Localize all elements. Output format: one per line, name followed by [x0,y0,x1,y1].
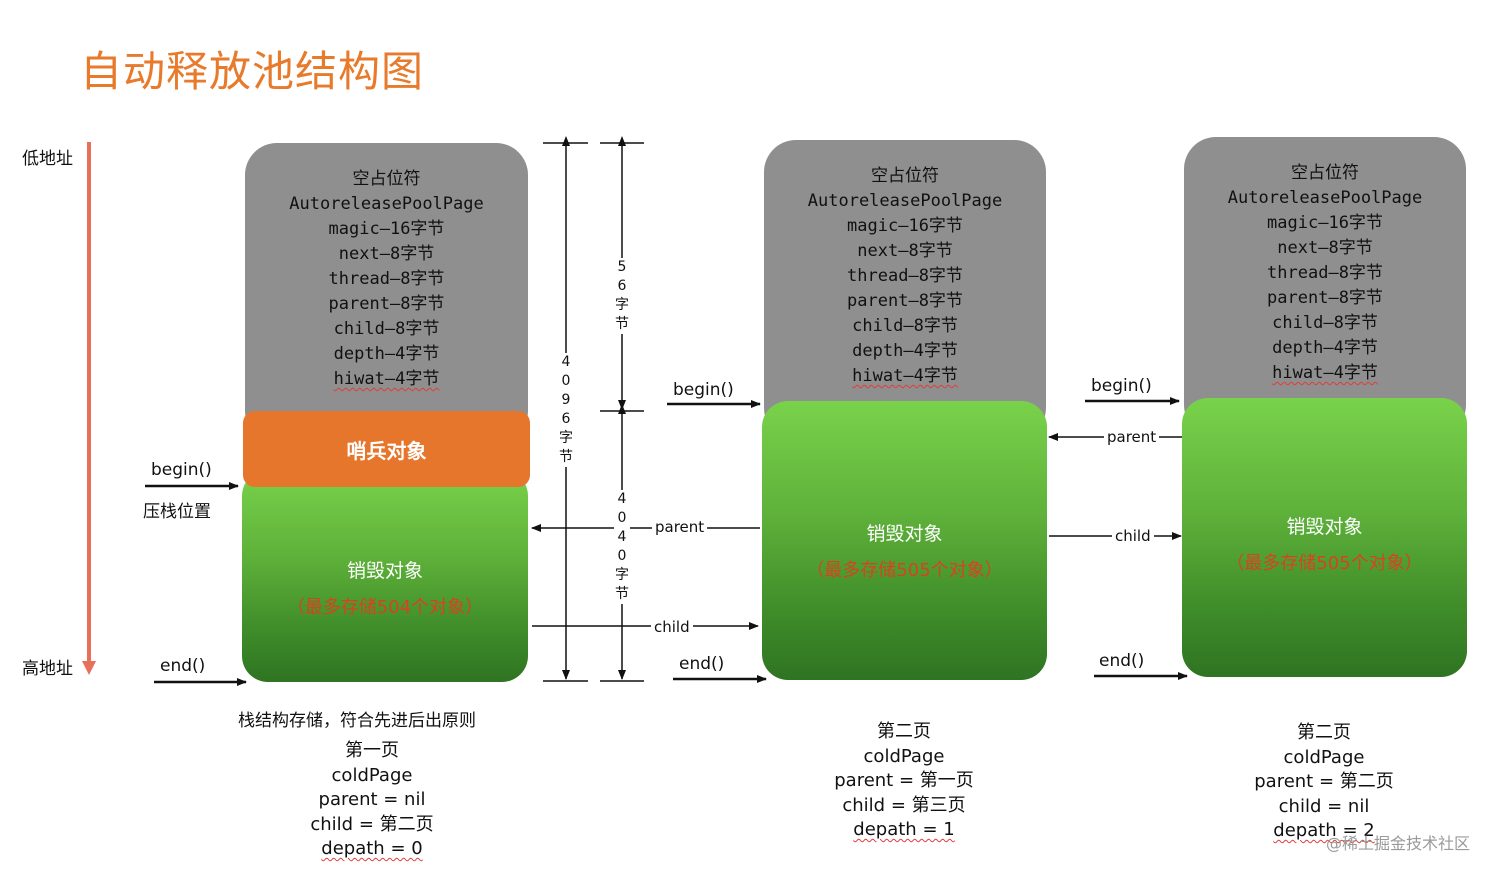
page3-field-thread: thread–8字节 [1267,263,1383,283]
p1-child-link-label: child [651,618,693,636]
page3-field-parent: parent–8字节 [1267,288,1383,308]
page2-info: 第二页 coldPage parent = 第一页 child = 第三页 de… [794,720,1014,843]
page3-info-child: child = nil [1278,795,1370,817]
page1-end-label: end() [160,656,206,676]
page1-field-class: AutoreleasePoolPage [289,194,484,214]
page2-info-parent: parent = 第一页 [834,770,974,791]
page3-info-cold: coldPage [1283,746,1365,768]
p3-parent-link-label: parent [1104,428,1160,446]
page3-field-child: child–8字节 [1272,313,1378,333]
page2-begin-label: begin() [673,380,734,400]
page3-info-page: 第二页 [1297,722,1351,743]
page2-end-label: end() [679,654,725,674]
page2-body-block: 销毁对象 （最多存储505个对象） [762,401,1047,680]
page2-field-magic: magic–16字节 [847,216,963,236]
page2-field-depth: depth–4字节 [852,341,958,361]
sentinel-block: 哨兵对象 [243,411,530,487]
page3-info-depth: depath = 2 [1273,820,1375,841]
page1-info-cold: coldPage [331,764,413,786]
page1-field-placeholder: 空占位符 [352,169,421,189]
page1-info-child: child = 第二页 [310,813,434,835]
page3-field-hiwat: hiwat–4字节 [1272,363,1378,383]
stack-note: 栈结构存储，符合先进后出原则 [238,711,476,731]
page1-field-depth: depth–4字节 [333,344,440,364]
page1-begin-label: begin() [151,460,212,480]
page1-info-page: 第一页 [345,740,399,761]
page3-end-label: end() [1099,651,1145,671]
page2-field-parent: parent–8字节 [847,291,963,311]
dim-4096-label: 4096字节 [558,353,574,467]
page3-info-parent: parent = 第二页 [1254,771,1394,792]
page2-field-child: child–8字节 [852,316,958,336]
page3-capacity-label: （最多存储505个对象） [1226,553,1423,574]
watermark: @稀土掘金技术社区 [1326,834,1471,853]
page1-info-parent: parent = nil [318,789,426,810]
p2-parent-link-label: parent [652,518,708,536]
p2-child-link-label: child [1112,527,1154,545]
page1-info-depth: depath = 0 [321,838,423,859]
page2-destroy-label: 销毁对象 [866,523,943,545]
page3-header-block: 空占位符 AutoreleasePoolPage magic–16字节 next… [1184,137,1466,437]
low-address-label: 低地址 [22,149,73,169]
page1-field-parent: parent–8字节 [328,294,445,314]
page2-info-child: child = 第三页 [842,794,966,816]
diagram-title: 自动释放池结构图 [80,47,425,96]
page3-field-next: next–8字节 [1277,238,1373,258]
page2-info-page: 第二页 [877,721,931,742]
page3-destroy-label: 销毁对象 [1286,516,1363,538]
page3-field-magic: magic–16字节 [1267,213,1383,233]
page1-destroy-label: 销毁对象 [346,560,423,582]
dim-56-label: 56字节 [614,258,630,334]
page1-field-next: next–8字节 [338,244,435,264]
page1-capacity-label: （最多存储504个对象） [286,597,484,618]
high-address-label: 高地址 [22,659,73,679]
page3-field-depth: depth–4字节 [1272,338,1378,358]
page3-body-block: 销毁对象 （最多存储505个对象） [1182,398,1467,677]
page1-field-thread: thread–8字节 [328,269,445,289]
page3-field-placeholder: 空占位符 [1291,163,1359,183]
page1-field-child: child–8字节 [333,319,440,339]
page2-info-cold: coldPage [863,745,945,767]
page2-header-block: 空占位符 AutoreleasePoolPage magic–16字节 next… [764,140,1046,440]
dim-4040-label: 4040字节 [614,490,630,604]
page2-field-placeholder: 空占位符 [871,166,939,186]
page3-begin-label: begin() [1091,376,1152,396]
page2-info-depth: depath = 1 [853,819,955,840]
page2-field-next: next–8字节 [857,241,953,261]
page2-capacity-label: （最多存储505个对象） [806,560,1003,581]
page1-field-magic: magic–16字节 [328,219,445,239]
page1-header-block: 空占位符 AutoreleasePoolPage magic–16字节 next… [245,143,528,443]
page3-field-class: AutoreleasePoolPage [1227,188,1423,208]
page1-info: 第一页 coldPage parent = nil child = 第二页 de… [262,739,482,862]
page2-field-class: AutoreleasePoolPage [807,191,1003,211]
page3-info: 第二页 coldPage parent = 第二页 child = nil de… [1214,721,1434,844]
page1-field-hiwat: hiwat–4字节 [333,369,440,389]
push-position-label: 压栈位置 [143,502,211,522]
page2-field-thread: thread–8字节 [847,266,963,286]
page2-field-hiwat: hiwat–4字节 [852,366,958,386]
page1-body-block: 销毁对象 （最多存储504个对象） [242,470,528,682]
